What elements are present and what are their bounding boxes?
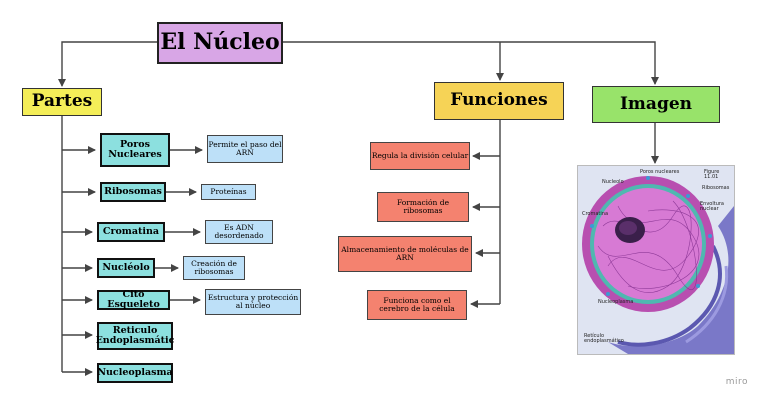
- desc-cito-esqueleto: Estructura y protección al núcleo: [205, 289, 301, 315]
- label-nucleolo: Nucleolo: [602, 179, 624, 185]
- part-cito-esqueleto: Cito Esqueleto: [97, 290, 170, 310]
- part-poros-nucleares: Poros Nucleares: [100, 133, 170, 167]
- label-envoltura-nuclear: Envoltura nuclear: [700, 201, 724, 212]
- part-ribosomas: Ribosomas: [100, 182, 166, 202]
- function-almacenamiento-arn: Almacenamiento de moléculas de ARN: [338, 236, 472, 272]
- desc-nucleolo: Creación de ribosomas: [183, 256, 245, 280]
- nucleus-image: Poros nucleares Figure 11.01 Nucleolo Ri…: [577, 165, 735, 355]
- label-reticulo: Retículo endoplasmático: [584, 333, 624, 344]
- part-nucleoplasma: Nucleoplasma: [97, 363, 173, 383]
- part-cromatina: Cromatina: [97, 222, 165, 242]
- part-nucleolo: Nucléolo: [97, 258, 155, 278]
- desc-ribosomas: Proteínas: [201, 184, 256, 200]
- miro-watermark: miro: [725, 377, 748, 387]
- label-ribosomas: Ribosomas: [702, 185, 730, 191]
- category-partes: Partes: [22, 88, 102, 116]
- map-title: El Núcleo: [157, 22, 283, 64]
- function-cerebro-celula: Funciona como el cerebro de la célula: [367, 290, 467, 320]
- desc-poros-nucleares: Permite el paso del ARN: [207, 135, 283, 163]
- label-figure: Figure 11.01: [704, 169, 720, 180]
- label-cromatina: Cromatina: [582, 211, 609, 217]
- category-funciones: Funciones: [434, 82, 564, 120]
- desc-cromatina: Es ADN desordenado: [205, 220, 273, 244]
- function-division-celular: Regula la división celular: [370, 142, 470, 170]
- category-imagen: Imagen: [592, 86, 720, 123]
- function-formacion-ribosomas: Formación de ribosomas: [377, 192, 469, 222]
- label-poros-nucleares: Poros nucleares: [640, 169, 680, 175]
- part-reticulo-endoplasmatico: Reticulo Endoplasmátic: [96, 322, 174, 350]
- label-nucleoplasma: Nucleoplasma: [598, 299, 634, 305]
